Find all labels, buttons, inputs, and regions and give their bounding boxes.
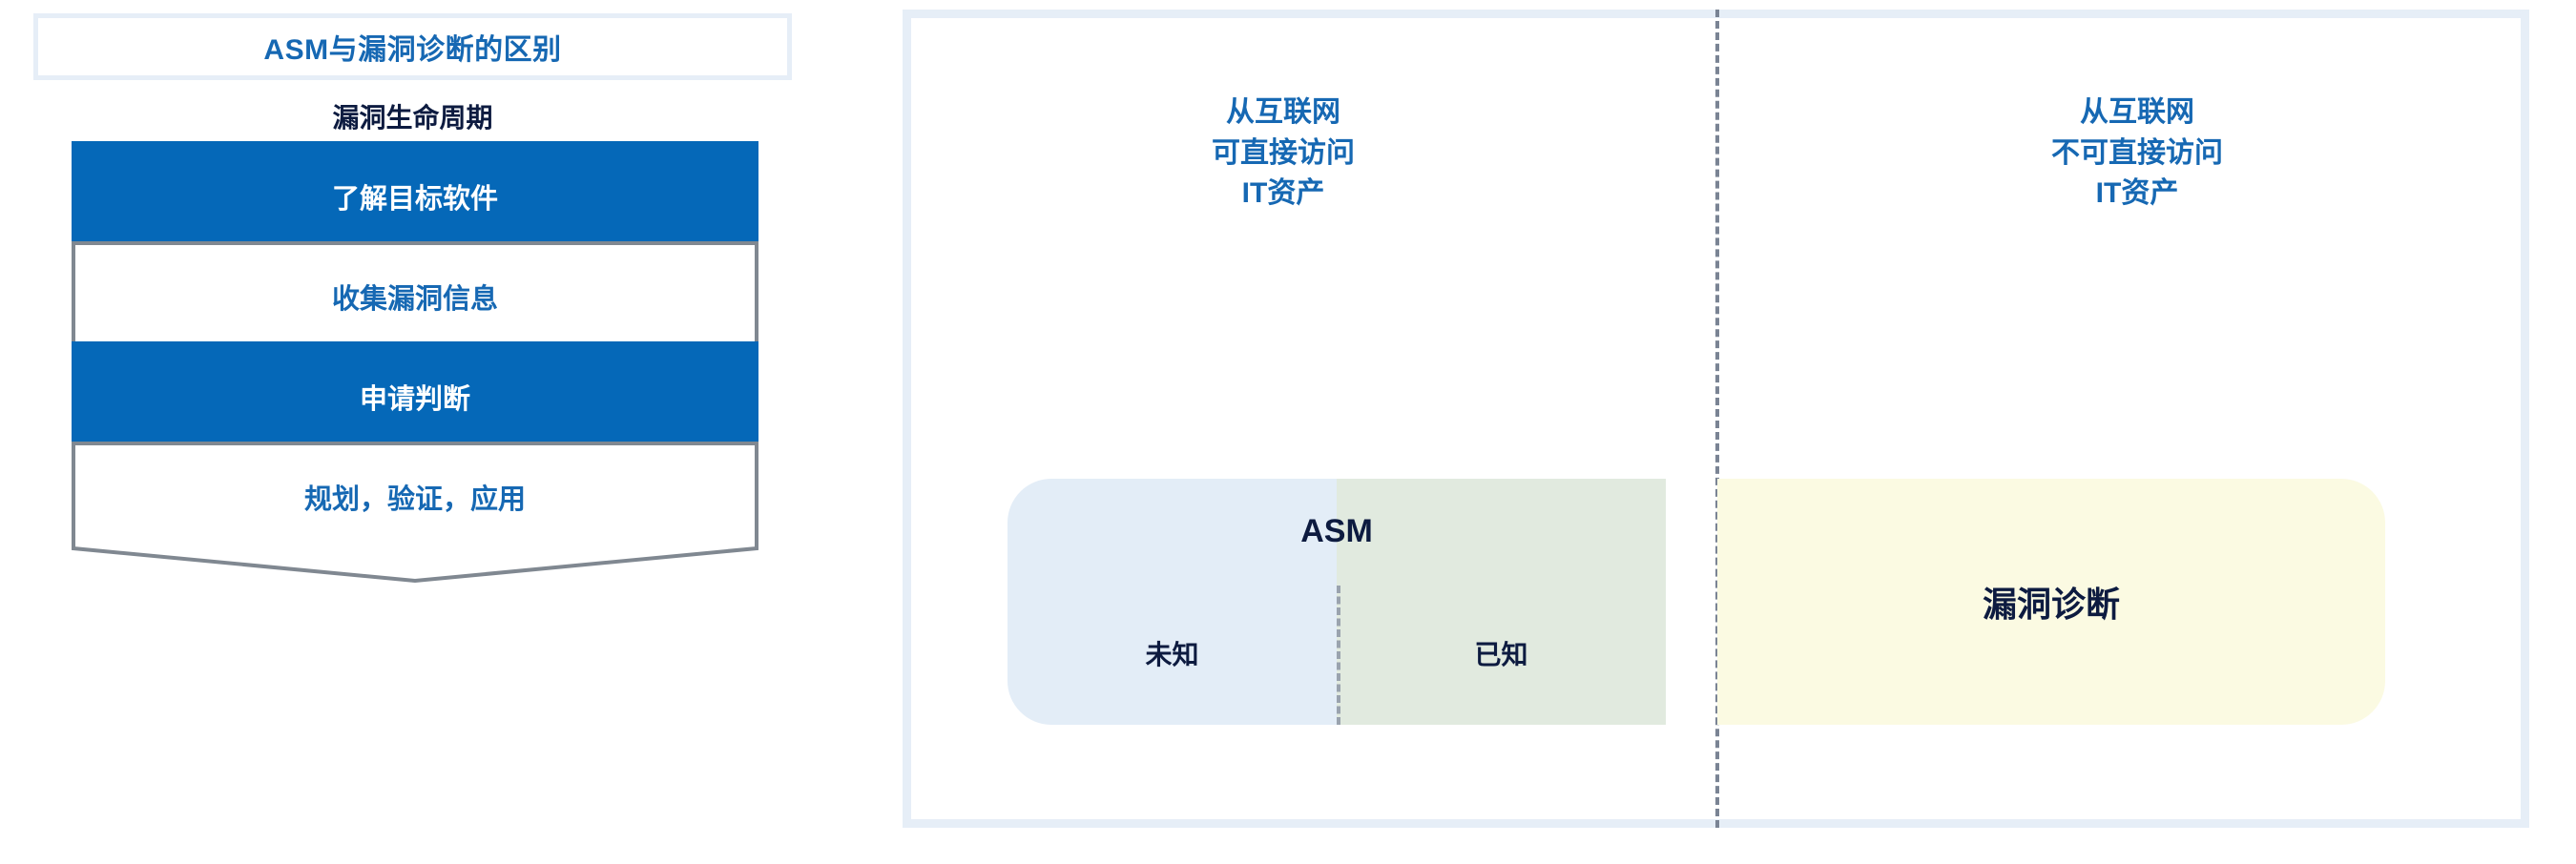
vulnerability-diagnosis-block: 漏洞诊断 (1717, 479, 2385, 725)
asm-known-label: 已知 (1474, 640, 1528, 669)
section-title-box: ASM与漏洞诊断的区别 (33, 13, 792, 80)
chevron-shape-icon (72, 442, 758, 584)
internet-reachability-divider (1715, 10, 1719, 828)
asm-unknown-region (1008, 479, 1337, 725)
lifecycle-heading: 漏洞生命周期 (332, 103, 493, 133)
asm-known-region (1337, 479, 1666, 725)
page-title: ASM与漏洞诊断的区别 (263, 34, 562, 66)
asm-label: ASM (1300, 513, 1373, 549)
vulnerability-diagnosis-label: 漏洞诊断 (1982, 585, 2120, 624)
asm-known-unknown-divider (1337, 586, 1340, 725)
asm-scope-block: ASM 未知 已知 (1008, 479, 1666, 725)
lifecycle-step-4: 规划，验证，应用 (72, 442, 758, 585)
vulnerability-lifecycle-column: ASM与漏洞诊断的区别 漏洞生命周期 了解目标软件 收集漏洞信息 申请判断 规划… (33, 0, 792, 864)
asm-unknown-label: 未知 (1145, 640, 1199, 669)
